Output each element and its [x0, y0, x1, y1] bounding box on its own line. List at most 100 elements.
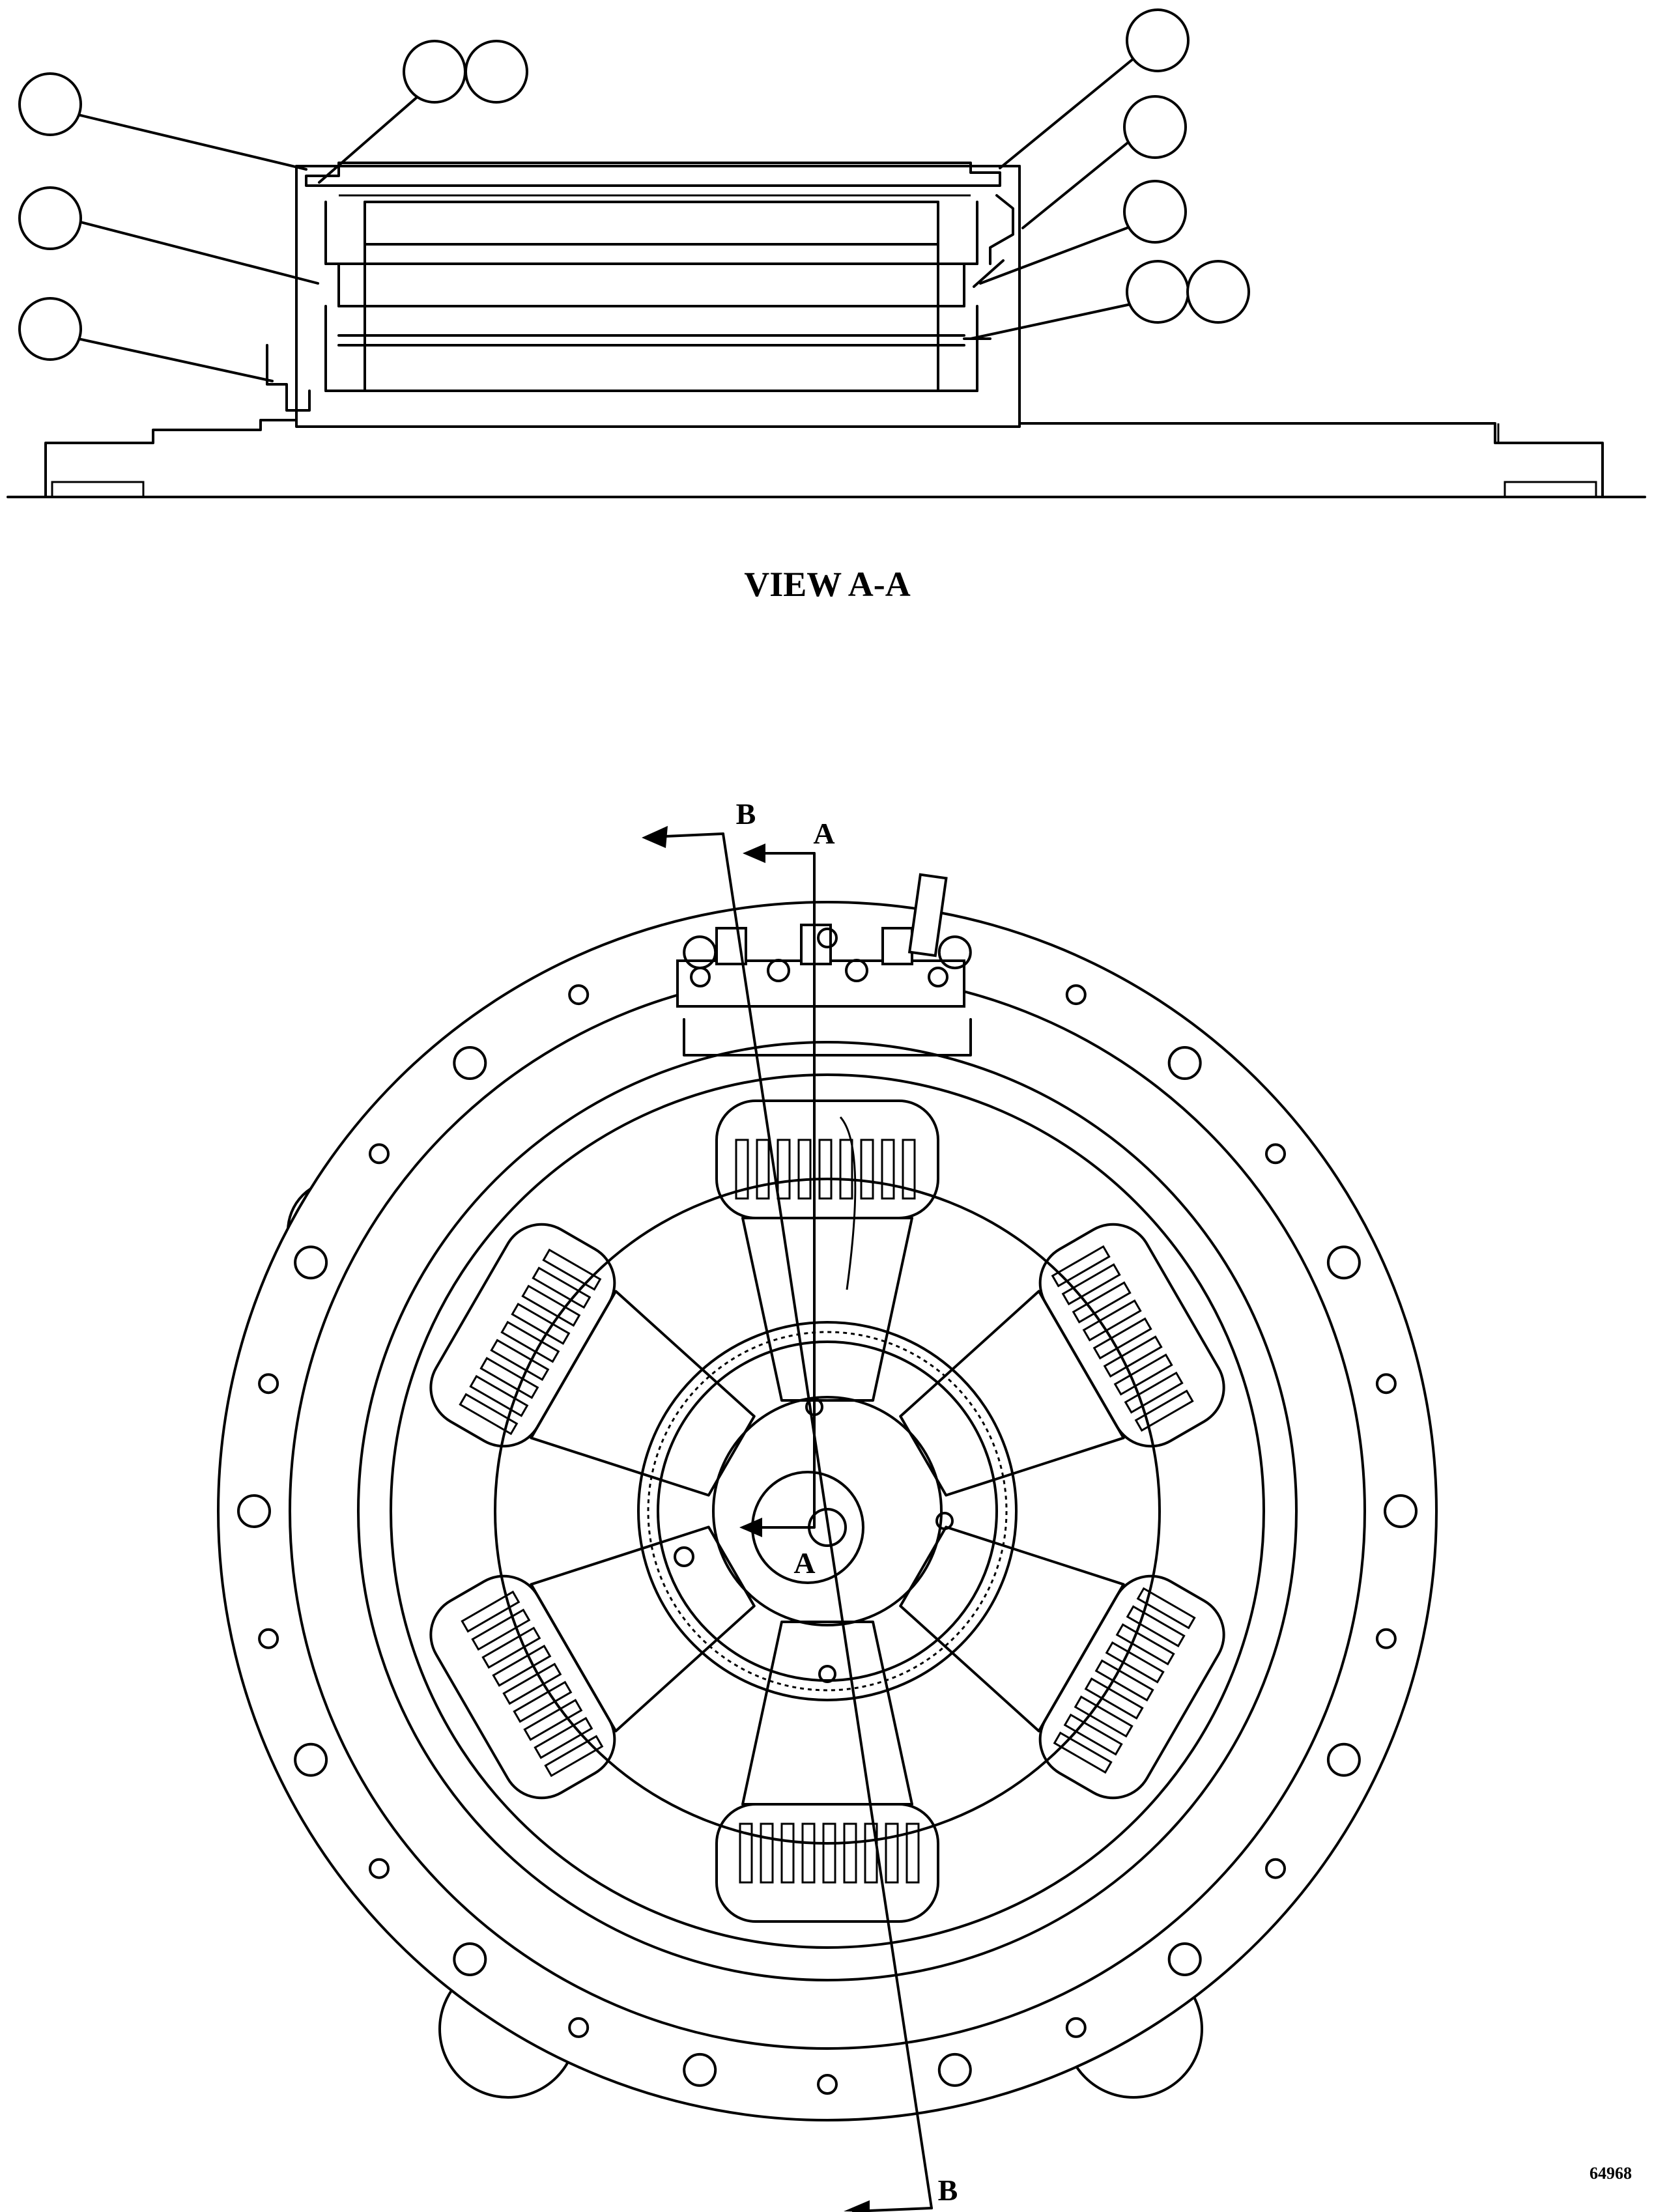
brake-pad: [1038, 1574, 1225, 1800]
pad-slot: [1134, 1389, 1194, 1432]
pad-slot: [534, 1716, 593, 1759]
lead-wire: [839, 1116, 857, 1290]
bolt-hole: [937, 935, 972, 970]
bolt-hole: [369, 1143, 390, 1165]
pad-slot: [532, 1266, 592, 1309]
pad-slot: [542, 1248, 602, 1291]
terminal-bolt-1: [767, 959, 790, 982]
cable-stub: [907, 873, 948, 957]
pad-slot: [1084, 1677, 1144, 1720]
pad-slot: [500, 1320, 560, 1363]
base-pocket-left: [51, 481, 145, 498]
leader-right-2: [1021, 142, 1128, 229]
section-mark-b-bottom: B: [938, 2174, 958, 2207]
leader-right-1: [999, 57, 1135, 169]
brake-pad: [715, 1803, 939, 1923]
ring-gear-teeth: [647, 1331, 1008, 1692]
view-title: VIEW A-A: [744, 565, 911, 604]
bolt-hole: [1265, 1858, 1286, 1879]
pad-slot: [1082, 1299, 1142, 1342]
bolt-hole: [683, 2052, 717, 2087]
spoke-arm: [899, 1290, 1125, 1497]
pad-slot: [490, 1339, 550, 1382]
section-mark-a-top: A: [813, 817, 834, 850]
pad-slot: [1105, 1641, 1165, 1684]
pad-slot: [1072, 1281, 1132, 1324]
pad-slot: [1063, 1713, 1123, 1756]
pad-slot: [1053, 1731, 1113, 1774]
right-bracket: [963, 201, 978, 392]
bolt-hole: [1065, 984, 1087, 1006]
rotor-spokes: [429, 1099, 1225, 1923]
bolt-hole: [817, 928, 838, 948]
right-lead: [973, 259, 1005, 288]
bolt-hole: [237, 1494, 271, 1528]
pad-slot: [777, 1139, 791, 1200]
spoke-arm: [530, 1525, 756, 1733]
bolt-hole: [453, 1942, 487, 1976]
pad-slot: [1061, 1263, 1121, 1306]
pad-slot: [502, 1662, 562, 1705]
pad-slot: [797, 1139, 812, 1200]
callout-right-3: [1123, 180, 1187, 244]
pad-slot: [492, 1645, 552, 1687]
bolt-hole: [568, 984, 590, 1006]
pad-slot: [839, 1139, 853, 1200]
terminal-box: [676, 873, 972, 1056]
bolt-hole: [683, 935, 717, 970]
bolt-hole: [817, 2074, 838, 2095]
pad-slot: [1092, 1317, 1152, 1360]
leader-left-3: [77, 337, 274, 382]
spoke-arm: [741, 1621, 913, 1806]
section-line-a: [739, 844, 857, 1537]
pad-slot: [1094, 1659, 1154, 1702]
section-line-b: [642, 826, 933, 2212]
pad-slot: [822, 1822, 836, 1884]
pad-slot: [881, 1139, 895, 1200]
b-top-arrow: [642, 826, 668, 848]
bolt-hole: [1375, 1373, 1397, 1395]
pad-slot: [902, 1139, 916, 1200]
callout-right-2: [1123, 95, 1187, 159]
terminal-bolt-3: [928, 967, 948, 987]
a-center-arrow: [739, 1518, 762, 1537]
a-top-arrow: [743, 844, 765, 863]
pad-slot: [885, 1822, 899, 1884]
hub-pin-bottom: [818, 1665, 836, 1683]
pad-slot: [1103, 1335, 1163, 1378]
pad-slot: [1113, 1353, 1173, 1396]
terminal-post-3: [881, 927, 913, 965]
cut-line-a: [751, 852, 816, 1529]
spoke-arm: [741, 1217, 913, 1402]
bolt-hole: [294, 1742, 328, 1777]
pad-slot: [471, 1608, 531, 1651]
right-seal: [989, 194, 1014, 265]
pad-slot: [459, 1393, 519, 1436]
section-mark-b-top: B: [736, 797, 756, 830]
bolt-hole: [568, 2017, 590, 2038]
b-bottom-arrow: [844, 2200, 870, 2212]
outer-flange: [217, 901, 1438, 2121]
carrier-ring: [494, 1178, 1161, 1845]
flange-bolt-holes: [237, 928, 1418, 2095]
pad-slot: [843, 1822, 857, 1884]
pad-slot: [544, 1735, 604, 1778]
spoke-assembly: [899, 1525, 1225, 1800]
pad-slot: [905, 1822, 920, 1884]
leader-right-pair: [969, 302, 1138, 340]
bolt-hole: [294, 1245, 328, 1280]
spoke-assembly: [715, 1621, 939, 1923]
figure-number: 64968: [1590, 2164, 1632, 2183]
brake-pad: [1038, 1223, 1225, 1448]
spoke-assembly: [899, 1223, 1225, 1497]
bolt-hole: [937, 2052, 972, 2087]
hub-pin-right: [935, 1512, 954, 1530]
pad-slot: [461, 1590, 520, 1633]
bolt-hole: [1326, 1245, 1361, 1280]
bolt-hole: [1167, 1942, 1202, 1976]
terminal-post-2: [800, 924, 832, 965]
hub-outer: [712, 1396, 943, 1626]
leader-lines: [74, 57, 1138, 382]
pad-slot: [1124, 1371, 1184, 1414]
